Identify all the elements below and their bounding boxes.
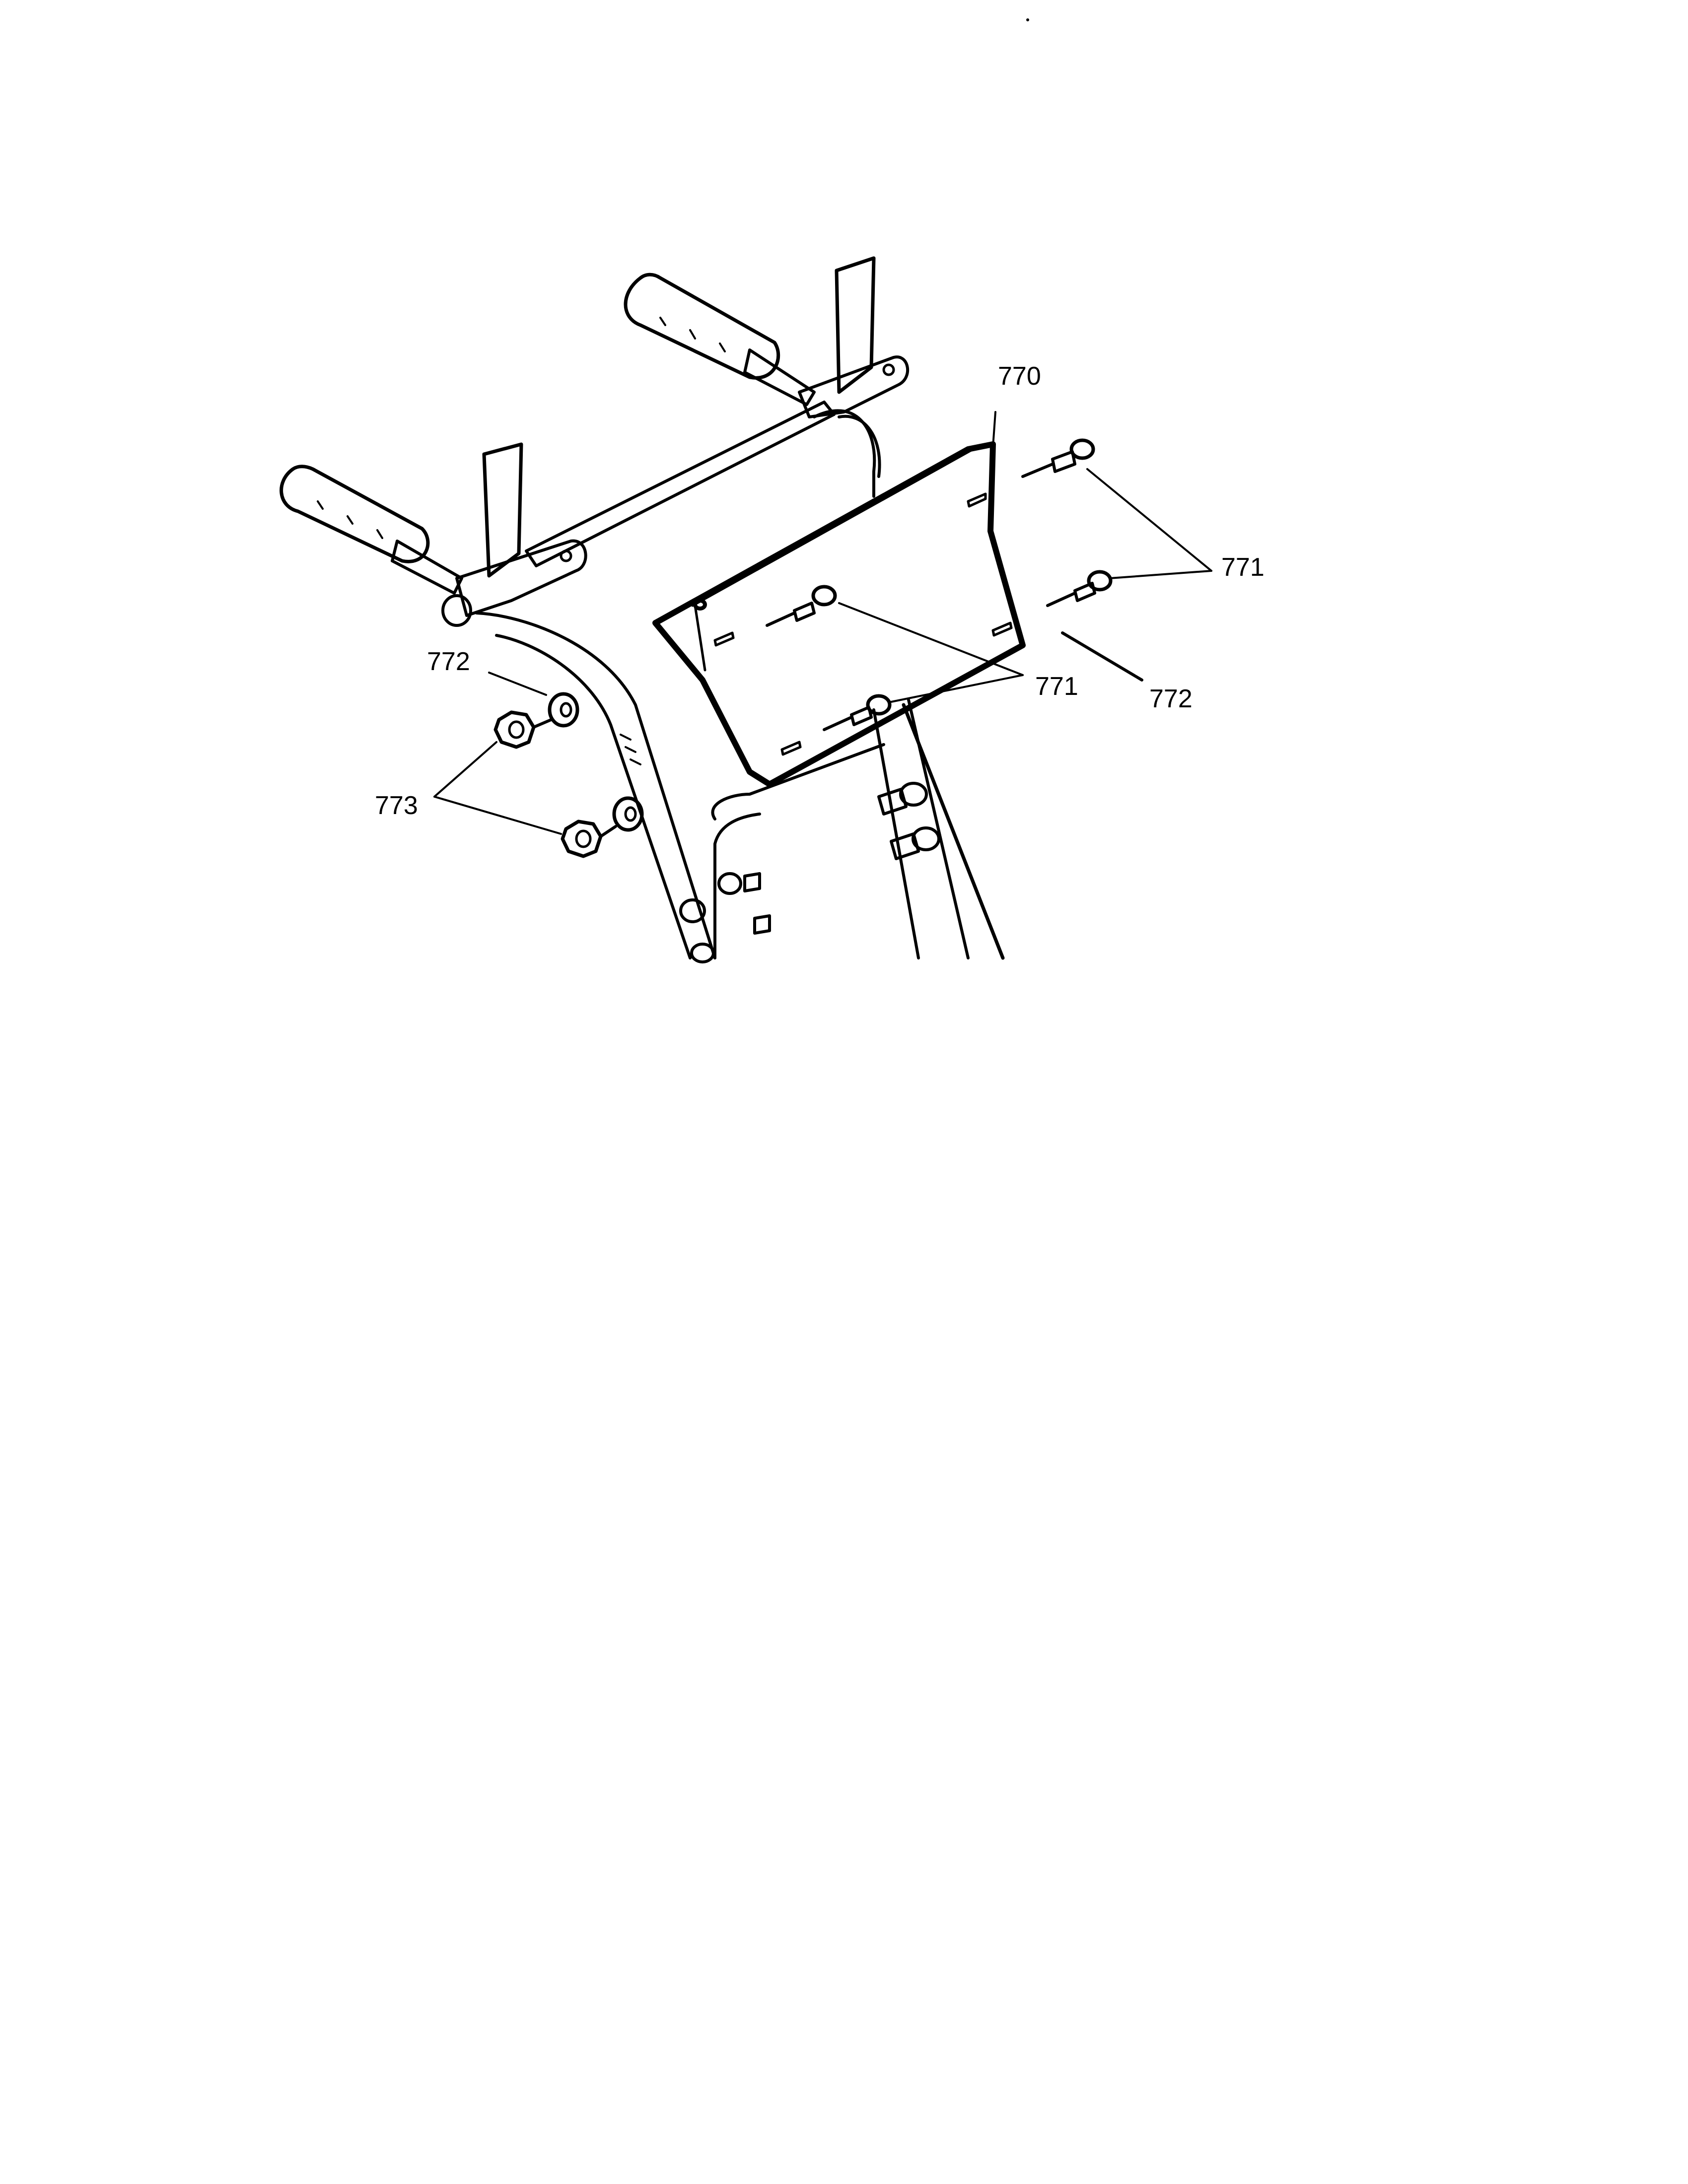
leader-770 (992, 411, 996, 448)
callout-772-left: 772 (427, 647, 470, 676)
leader-771-center-b (888, 674, 1024, 703)
leader-772-left (488, 672, 547, 696)
page-speck (1026, 18, 1029, 21)
rear-grip (624, 273, 816, 406)
bolt-icon (877, 782, 928, 816)
handle-assembly (280, 256, 1005, 963)
leader-771-right-a (1086, 468, 1212, 572)
callout-771-center: 771 (1035, 672, 1078, 701)
callout-772-right: 772 (1149, 684, 1193, 713)
left-handle-tube (475, 612, 716, 959)
front-grip (280, 465, 463, 595)
rear-bracket (798, 355, 909, 418)
washer-icon (612, 796, 644, 832)
screws-771 (766, 438, 1113, 731)
leader-772-right (1061, 631, 1143, 682)
bolt-icon (690, 943, 715, 963)
screw-icon (766, 585, 837, 627)
control-panel-770 (652, 441, 1026, 787)
screw-icon (823, 694, 892, 731)
callout-labels: 770 771 771 772 772 773 (375, 362, 1265, 820)
callout-770: 770 (998, 362, 1041, 391)
washers-772 (548, 692, 644, 832)
callout-771-right: 771 (1221, 553, 1265, 582)
front-bracket (441, 539, 587, 627)
washer-icon (548, 692, 579, 728)
screw-icon (1021, 438, 1095, 478)
callout-773: 773 (375, 791, 418, 820)
lower-frame (711, 703, 1005, 960)
leader-773-b (433, 796, 562, 835)
leader-771-right-b (1109, 570, 1212, 579)
nut-icon (561, 819, 617, 858)
cross-bar (525, 401, 836, 567)
screw-icon (1046, 570, 1113, 607)
frame-bolts (679, 782, 940, 963)
bolt-icon (717, 872, 761, 895)
bolt-icon (679, 898, 771, 935)
nut-icon (493, 710, 553, 749)
bolt-icon (890, 826, 940, 860)
leader-lines (433, 411, 1212, 835)
front-lever (482, 442, 523, 578)
rear-lever (835, 256, 876, 394)
nuts-773 (493, 710, 617, 858)
leader-773-a (433, 741, 497, 798)
leader-771-center-a (838, 602, 1024, 676)
